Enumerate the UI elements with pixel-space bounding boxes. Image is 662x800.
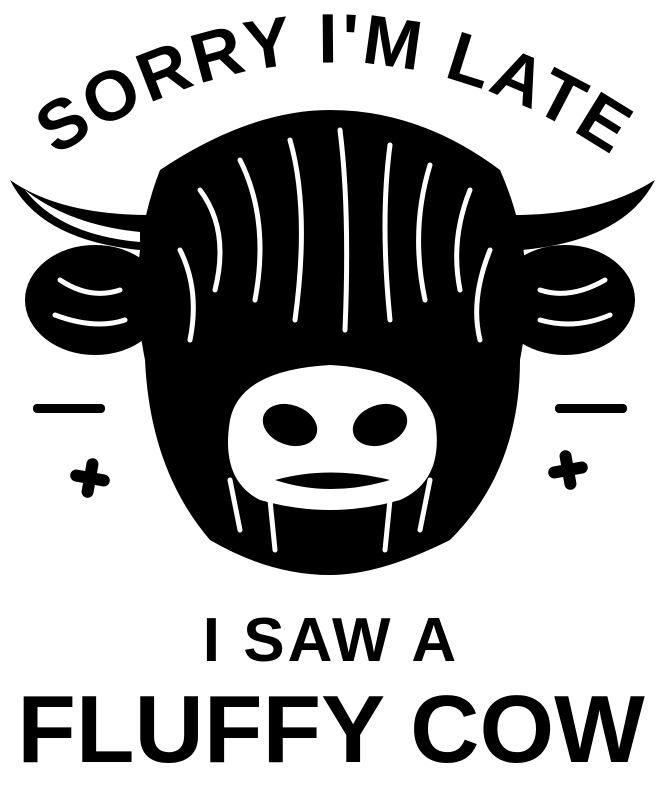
right-dash-decoration [555, 404, 627, 413]
left-cross-decoration [70, 458, 110, 498]
left-dash-decoration [33, 404, 105, 413]
bottom-text-line: FLUFFY COW [17, 676, 645, 783]
middle-text-line: I SAW A [202, 606, 460, 675]
right-cross-decoration [548, 450, 588, 490]
highland-cow-head-icon [10, 110, 655, 575]
